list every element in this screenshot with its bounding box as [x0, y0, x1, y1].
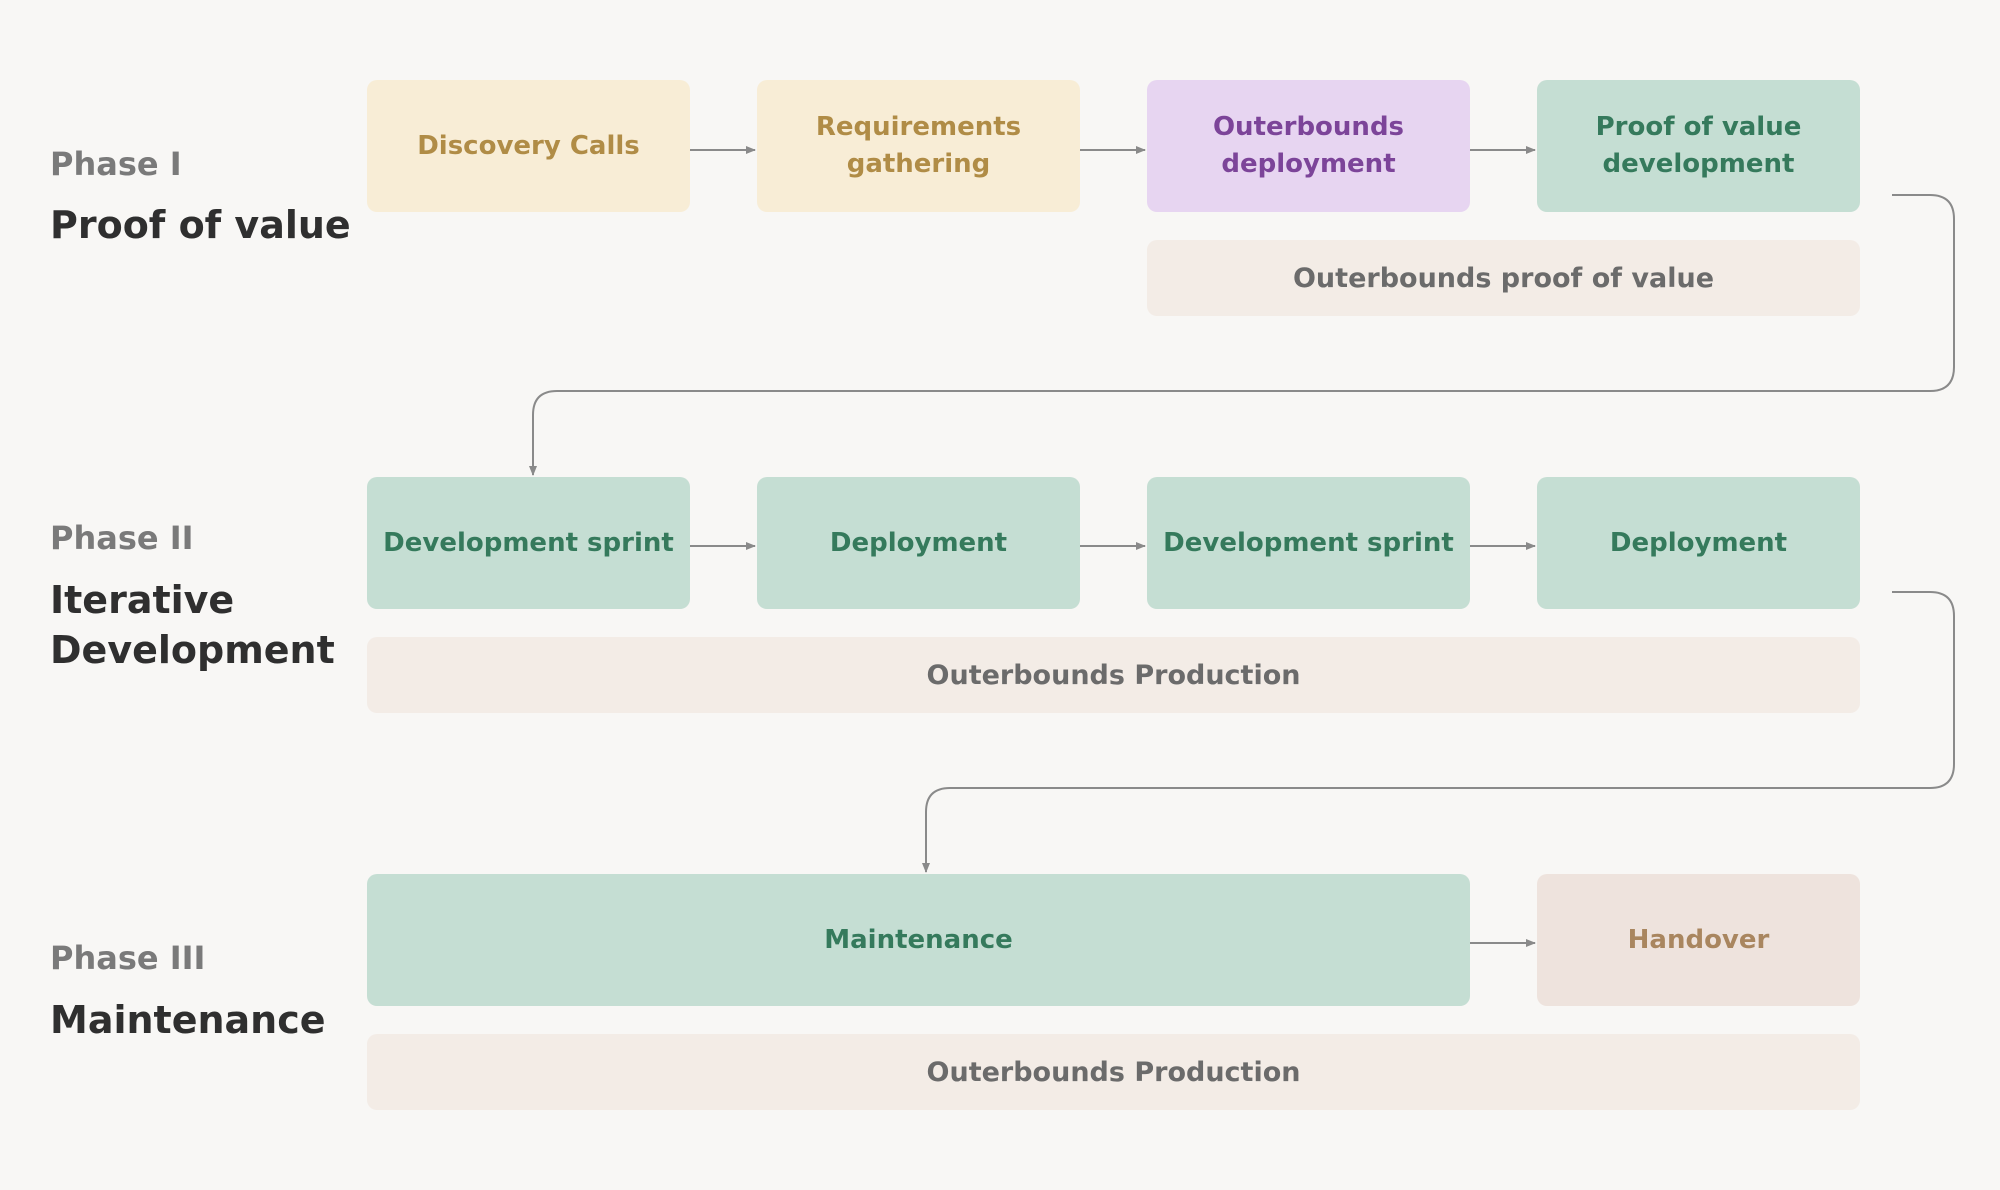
- connector-phase2-to-phase3: [922, 591, 1955, 873]
- phase-2-label: Phase II: [50, 519, 194, 557]
- band-outerbounds-proof-of-value: Outerbounds proof of value: [1147, 240, 1860, 316]
- connector-phase1-to-phase2: [529, 194, 1955, 476]
- phase-3-title: Maintenance: [50, 998, 326, 1042]
- step-requirements-gathering: Requirements gathering: [757, 80, 1080, 212]
- band-outerbounds-production-phase-2: Outerbounds Production: [367, 637, 1860, 713]
- phase-1-label: Phase I: [50, 145, 182, 183]
- phase-3-label: Phase III: [50, 939, 206, 977]
- band-outerbounds-production-phase-3: Outerbounds Production: [367, 1034, 1860, 1110]
- step-proof-of-value-development: Proof of value development: [1537, 80, 1860, 212]
- phase-1-title: Proof of value: [50, 203, 351, 247]
- step-outerbounds-deployment: Outerbounds deployment: [1147, 80, 1470, 212]
- phase-2-title: Iterative Development: [50, 578, 335, 672]
- step-deployment-2: Deployment: [1537, 477, 1860, 609]
- step-maintenance: Maintenance: [367, 874, 1470, 1006]
- step-development-sprint-1: Development sprint: [367, 477, 690, 609]
- step-development-sprint-2: Development sprint: [1147, 477, 1470, 609]
- step-handover: Handover: [1537, 874, 1860, 1006]
- step-deployment-1: Deployment: [757, 477, 1080, 609]
- step-discovery-calls: Discovery Calls: [367, 80, 690, 212]
